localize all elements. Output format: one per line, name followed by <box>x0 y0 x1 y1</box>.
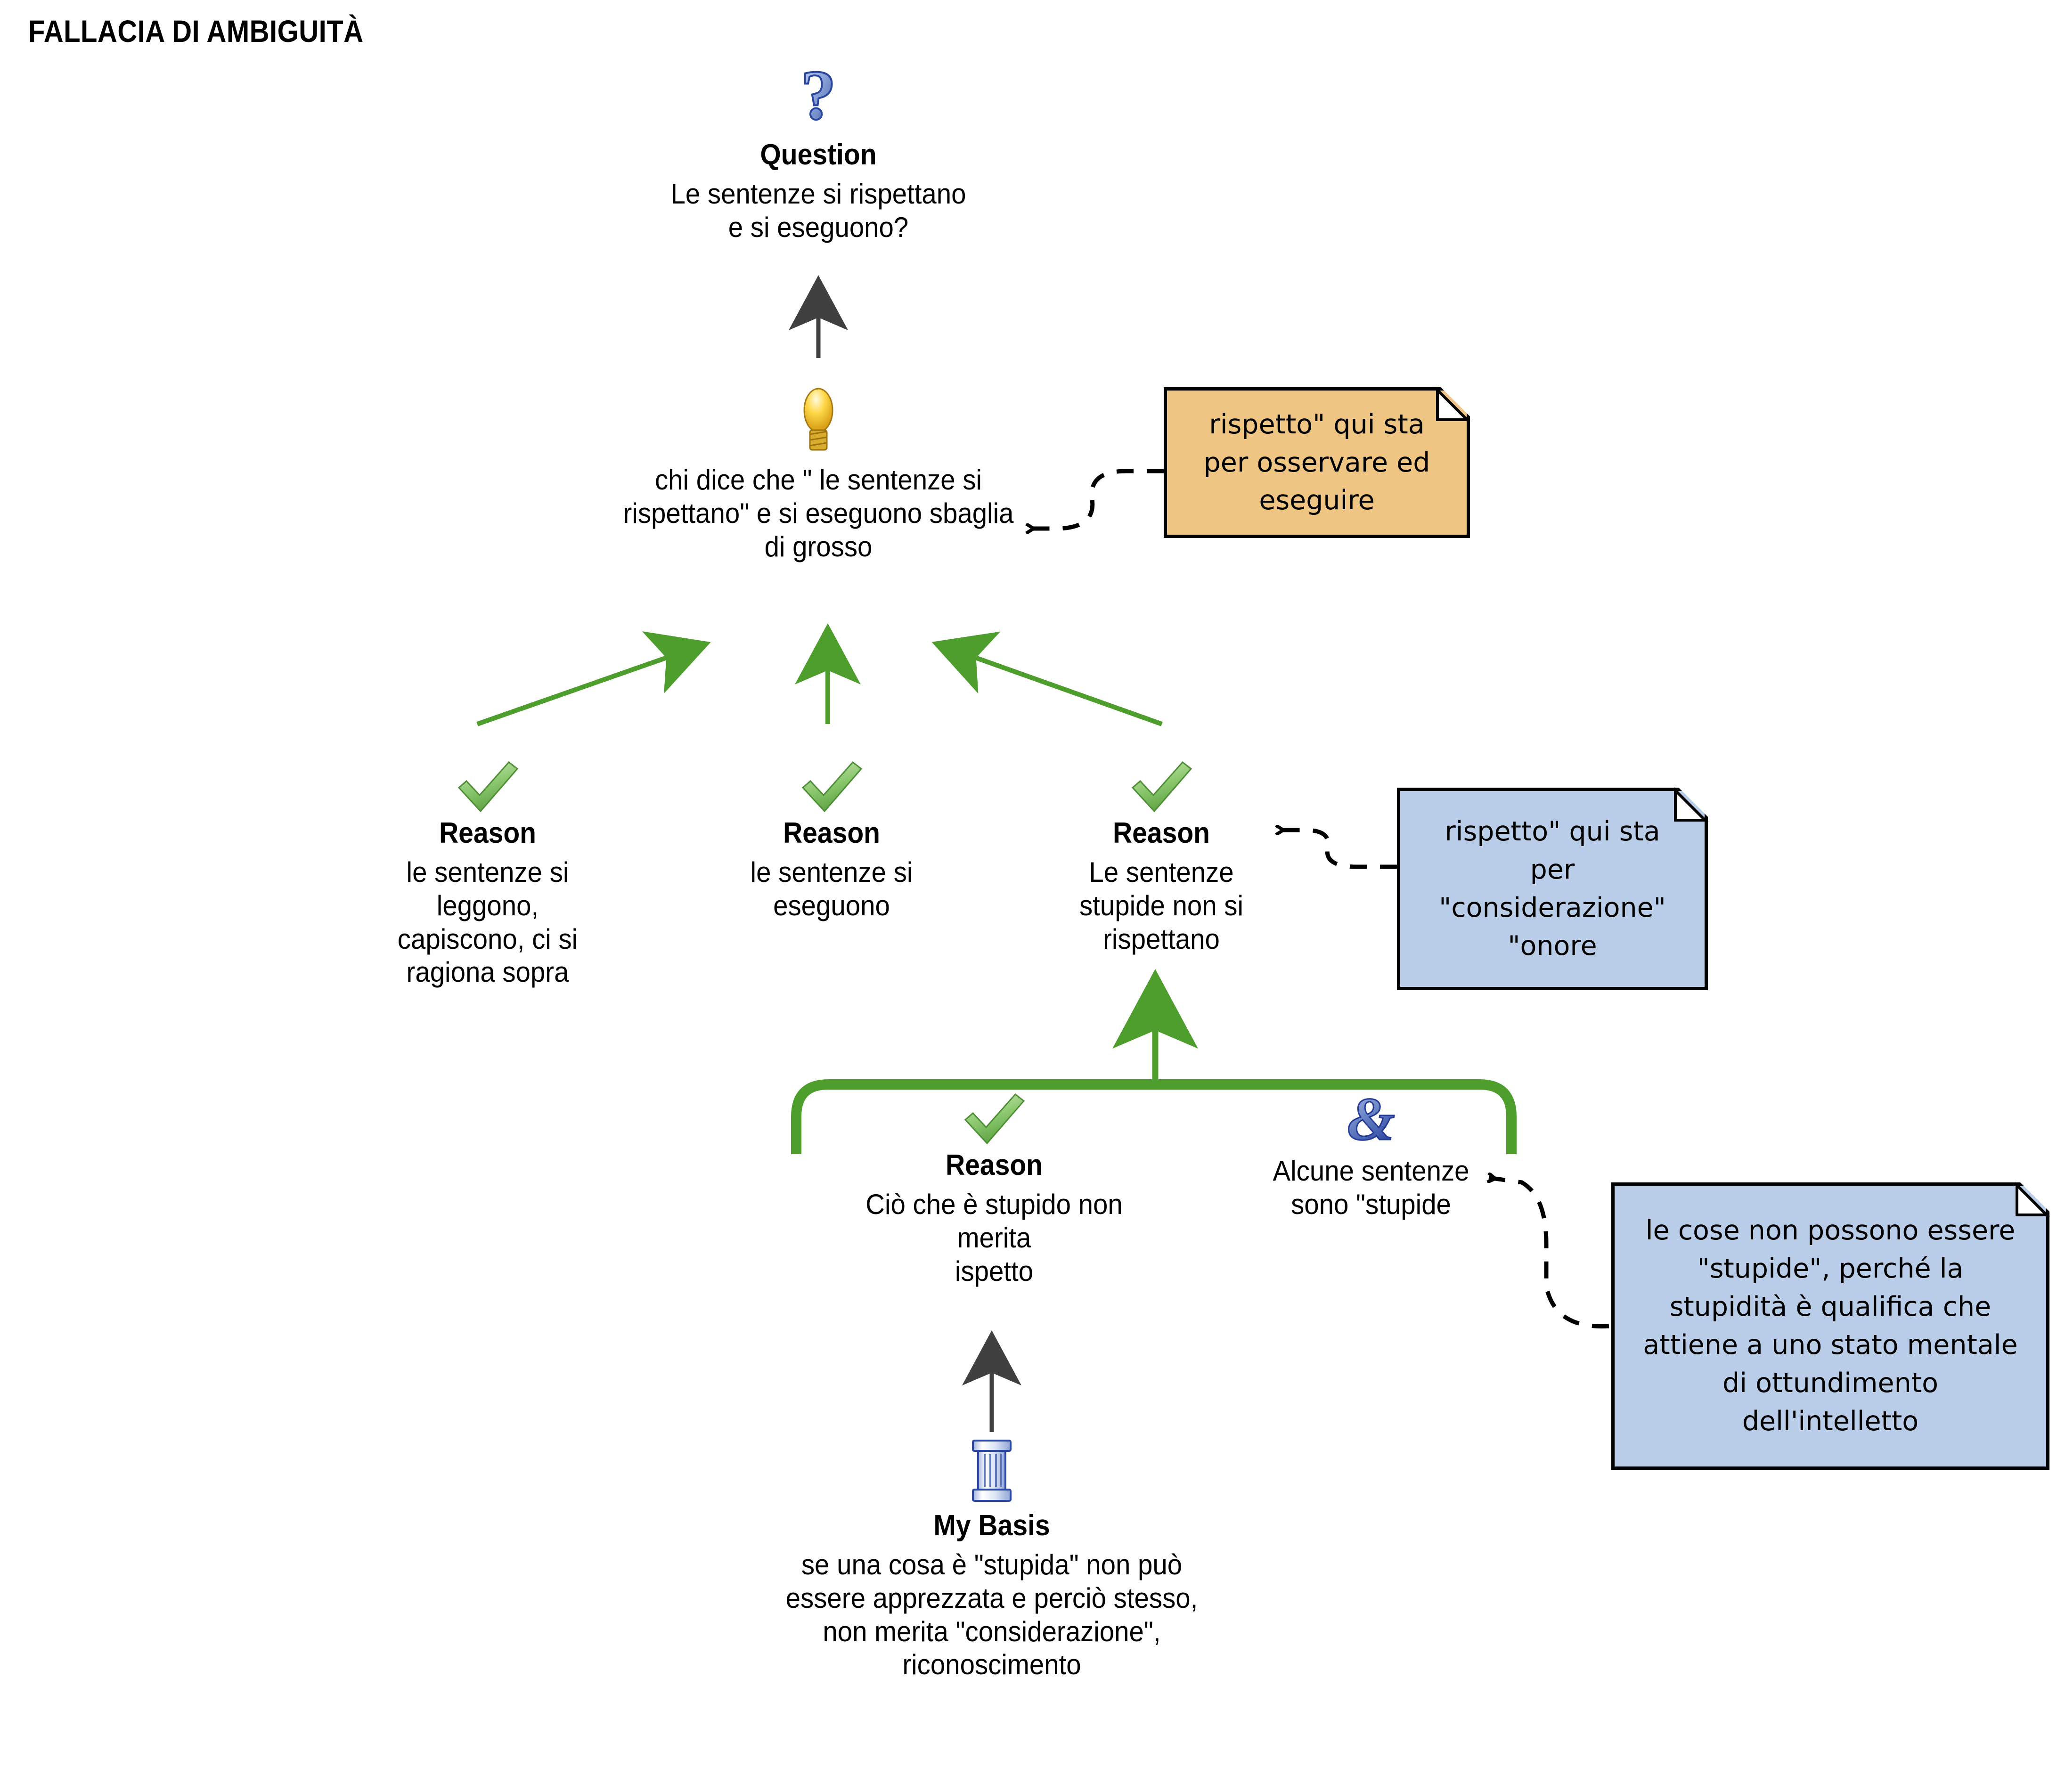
note-fold-corner <box>2020 1182 2049 1212</box>
node-main-claim[interactable]: chi dice che " le sentenze si rispettano… <box>545 385 1092 563</box>
node-text: Alcune sentenze sono "stupide <box>1273 1155 1469 1220</box>
node-text: Le sentenze stupide non si rispettano <box>1079 856 1244 955</box>
green-check-icon <box>457 761 519 813</box>
dashed-connector-orange-note <box>1027 469 1164 529</box>
node-text: le sentenze si leggono, capiscono, ci si… <box>397 856 578 988</box>
sticky-note-blue-1[interactable]: rispetto" qui sta per "considerazione" "… <box>1397 787 1709 990</box>
note-text: rispetto" qui sta per osservare ed esegu… <box>1203 408 1430 516</box>
lightbulb-icon <box>803 388 833 451</box>
node-text: chi dice che " le sentenze si rispettano… <box>623 464 1014 562</box>
arrow-reason1-to-claim <box>476 631 711 726</box>
note-text: rispetto" qui sta per "considerazione" "… <box>1439 816 1666 961</box>
sticky-note-blue-2[interactable]: le cose non possono essere "stupide", pe… <box>1611 1181 2050 1470</box>
ampersand-icon: & <box>1347 1085 1396 1154</box>
dashed-connector-blue-note-2 <box>1489 1178 1609 1328</box>
node-type-label: My Basis <box>933 1509 1050 1542</box>
node-type-label: Reason <box>783 817 881 849</box>
node-type-label: Reason <box>439 817 537 849</box>
node-text: Ciò che è stupido non merita ispetto <box>865 1189 1123 1287</box>
sticky-note-orange[interactable]: rispetto" qui sta per osservare ed esegu… <box>1164 386 1471 538</box>
node-text: se una cosa è "stupida" non può essere a… <box>785 1549 1198 1681</box>
node-question[interactable]: ? Question Le sentenze si rispettano e s… <box>583 55 1054 244</box>
question-mark-icon: ? <box>800 55 837 135</box>
green-check-icon <box>801 761 863 813</box>
green-check-icon <box>964 1093 1025 1145</box>
svg-text:?: ? <box>801 56 836 134</box>
co-premise-bracket <box>791 1079 1517 1154</box>
svg-text:&: & <box>1347 1085 1395 1153</box>
note-fold-corner <box>1679 788 1708 817</box>
node-my-basis[interactable]: My Basis se una cosa è "stupida" non può… <box>709 1437 1274 1682</box>
column-icon <box>972 1440 1012 1502</box>
note-fold-corner <box>1441 387 1470 416</box>
note-text: le cose non possono essere "stupide", pe… <box>1643 1215 2018 1437</box>
dashed-connector-blue-note-1 <box>1277 830 1397 869</box>
node-reason-3[interactable]: Reason Le sentenze stupide non si rispet… <box>1018 758 1305 956</box>
page-title: FALLACIA DI AMBIGUITÀ <box>28 14 364 49</box>
green-check-icon <box>1131 761 1192 813</box>
node-reason-2[interactable]: Reason le sentenze si eseguono <box>688 758 975 923</box>
node-text: le sentenze si eseguono <box>750 856 913 921</box>
node-type-label: Reason <box>945 1149 1043 1181</box>
node-reason-4[interactable]: Reason Ciò che è stupido non merita ispe… <box>834 1091 1154 1288</box>
arrow-reason3-to-claim <box>931 631 1163 726</box>
node-co-premise[interactable]: & Alcune sentenze sono "stupide <box>1225 1085 1517 1222</box>
node-type-label: Question <box>760 138 877 171</box>
node-text: Le sentenze si rispettano e si eseguono? <box>670 178 966 243</box>
node-type-label: Reason <box>1112 817 1210 849</box>
node-reason-1[interactable]: Reason le sentenze si leggono, capiscono… <box>344 758 631 989</box>
